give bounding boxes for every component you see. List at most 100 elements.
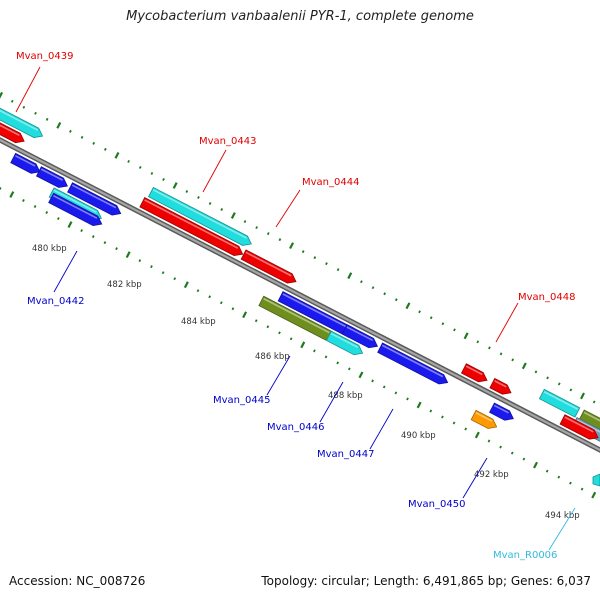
gene-mvan-0444 (240, 249, 297, 284)
tick-mark-lower (358, 371, 364, 379)
gene-mvan-red-right (559, 414, 599, 440)
gene-mvan-0448a (460, 363, 488, 383)
gene-mvan-0442a-highlight (71, 184, 117, 209)
tick-mark-upper (360, 280, 363, 284)
tick-mark-upper (0, 91, 4, 99)
gene-mvan-0450 (470, 409, 498, 429)
tick-mark-upper (278, 238, 282, 242)
tick-mark-lower (150, 265, 153, 269)
tick-mark-upper (592, 400, 596, 404)
tick-mark-upper (162, 177, 165, 181)
tick-mark-lower (580, 487, 584, 491)
tick-mark-lower (0, 187, 2, 190)
tick-mark-lower (57, 217, 60, 221)
tick-mark-upper (56, 121, 62, 129)
tick-label-486: 486 kbp (255, 352, 290, 362)
gene-mvan-0446 (325, 330, 364, 356)
tick-mark-lower (569, 481, 572, 485)
gene-mvan-0445-highlight (282, 293, 354, 331)
tick-mark-upper (429, 316, 433, 320)
tick-mark-upper (347, 272, 353, 280)
tick-mark-upper (371, 286, 375, 290)
tick-mark-upper (185, 190, 189, 193)
tick-mark-lower (510, 451, 514, 455)
tick-mark-upper (521, 362, 527, 370)
tick-mark-upper (325, 262, 328, 266)
gene-mvan-0443b (139, 197, 244, 257)
gene-mvan-steel-right-highlight (576, 419, 600, 433)
gene-mvan-0446-highlight (330, 332, 359, 349)
tick-mark-upper (441, 322, 445, 326)
tick-mark-lower (347, 367, 351, 371)
tick-mark-lower (464, 427, 468, 431)
tick-mark-lower (336, 361, 340, 365)
gene-mvan-0442 (48, 192, 103, 226)
gene-mvan-0442-cyan-highlight (53, 189, 97, 214)
mvan-0448-leader-line (495, 302, 519, 343)
gene-mvan-olive-right (578, 409, 600, 431)
tick-mark-upper (22, 105, 26, 109)
tick-mark-upper (266, 232, 270, 236)
backbone-line (0, 137, 600, 453)
gene-mvan-red-right-highlight (564, 416, 594, 433)
tick-mark-upper (383, 292, 387, 296)
tick-mark-upper (114, 152, 120, 159)
gene-mvan-0448b-highlight (494, 380, 507, 388)
gene-mvan-0439b-highlight (0, 124, 20, 137)
tick-mark-lower (313, 349, 316, 353)
tick-mark-lower (125, 251, 131, 259)
mvan-r0006-leader-line (548, 507, 576, 551)
gene-mvan-0440 (10, 152, 41, 174)
tick-mark-upper (138, 165, 142, 169)
tick-mark-lower (208, 295, 212, 299)
tick-mark-lower (382, 385, 386, 389)
tick-mark-upper (208, 202, 212, 205)
gene-mvan-0450-highlight (475, 412, 493, 422)
tick-mark-lower (441, 415, 444, 419)
mvan-0446-label: Mvan_0446 (267, 422, 324, 433)
gene-mvan-0447-highlight (382, 344, 444, 378)
tick-label-494: 494 kbp (545, 511, 580, 521)
tick-mark-upper (336, 268, 340, 272)
tick-label-488: 488 kbp (328, 391, 363, 401)
tick-mark-lower (115, 247, 118, 251)
tick-label-490: 490 kbp (401, 431, 436, 441)
mvan-0450-leader-line (462, 457, 488, 499)
tick-mark-lower (254, 319, 258, 323)
tick-mark-lower (429, 409, 433, 413)
gene-mvan-0446a-highlight (346, 326, 373, 342)
map-title: Mycobacterium vanbaalenii PYR-1, complet… (126, 9, 474, 24)
tick-mark-lower (173, 277, 177, 281)
tick-mark-upper (289, 242, 295, 250)
tick-mark-lower (33, 205, 37, 209)
gene-mvan-0446a (341, 324, 379, 349)
tick-mark-upper (301, 250, 305, 254)
tick-mark-lower (289, 337, 293, 341)
tick-mark-lower (138, 259, 142, 263)
mvan-0446-leader-line (319, 381, 344, 423)
tick-mark-upper (313, 256, 317, 260)
tick-mark-lower (557, 475, 561, 479)
mvan-r0006-label: Mvan_R0006 (493, 550, 557, 561)
backbone-highlight (0, 138, 600, 452)
gene-mvan-0441-highlight (40, 168, 63, 181)
gene-mvan-0442-highlight (53, 194, 98, 219)
tick-mark-upper (243, 220, 247, 224)
mvan-0450-label: Mvan_0450 (408, 499, 465, 510)
gene-mvan-r0006 (592, 473, 600, 487)
gene-mvan-olive-right-highlight (583, 411, 600, 422)
tick-mark-upper (463, 332, 469, 340)
tick-mark-lower (91, 235, 95, 239)
gene-mvan-0450a (489, 402, 514, 421)
tick-mark-lower (242, 311, 248, 319)
mvan-0447-leader-line (369, 408, 394, 450)
mvan-0445-leader-line (266, 355, 291, 396)
tick-mark-upper (405, 302, 411, 310)
tick-mark-lower (416, 401, 422, 409)
tick-mark-lower (371, 379, 374, 383)
mvan-0443-leader-line (202, 149, 227, 193)
tick-mark-upper (150, 171, 154, 175)
tick-mark-lower (196, 289, 200, 293)
tick-mark-upper (34, 111, 37, 115)
